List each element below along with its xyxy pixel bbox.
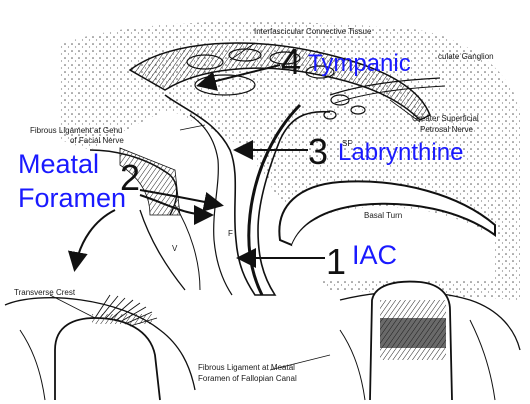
iac-left-wall xyxy=(139,209,186,291)
segment-4-number: 4 xyxy=(281,41,302,82)
gsp-nerve-2 xyxy=(334,85,446,104)
geniculate-fibers xyxy=(186,48,366,120)
label-f: F xyxy=(228,229,233,238)
gsp-nerve xyxy=(329,77,441,96)
label-v: V xyxy=(172,244,178,253)
facial-nerve-course xyxy=(164,94,331,296)
label-transverse-crest: Transverse Crest xyxy=(14,288,76,297)
label-fibrous-meatal-2: Foramen of Fallopian Canal xyxy=(198,374,297,383)
segment-2-name-line2: Foramen xyxy=(18,183,127,213)
label-gsp-2: Petrosal Nerve xyxy=(420,125,473,134)
fallopian-canal-band xyxy=(128,42,431,121)
leader-lines xyxy=(49,42,421,371)
segment-3-name: Labrynthine xyxy=(338,139,464,166)
transverse-crest-inset xyxy=(4,294,196,401)
segment-3-number: 3 xyxy=(308,131,329,172)
label-geniculate: culate Ganglion xyxy=(438,52,494,61)
annotation-arrows xyxy=(67,64,325,272)
label-sf: SF xyxy=(342,139,353,148)
labyrinthine-wall xyxy=(247,103,302,296)
segment-2-name-line1: Meatal xyxy=(18,149,100,179)
label-fibrous-meatal-1: Fibrous Ligament at Meatal xyxy=(198,363,295,372)
hatched-left-wall xyxy=(119,147,181,216)
label-fibrous-genu-1: Fibrous Ligament at Genu xyxy=(30,126,123,135)
segment-4-name: Tympanic xyxy=(308,50,411,77)
label-fibrous-genu-2: of Facial Nerve xyxy=(70,136,124,145)
iac-vestibular xyxy=(174,204,201,291)
segment-1-name: IAC xyxy=(352,240,398,270)
label-interfascicular: Interfascicular Connective Tissue xyxy=(254,27,372,36)
label-basal-turn: Basal Turn xyxy=(364,211,403,220)
segment-1-number: 1 xyxy=(326,241,347,282)
label-gsp-1: Greater Superficial xyxy=(412,114,479,123)
segment-2-number: 2 xyxy=(120,157,141,198)
basal-turn-outline xyxy=(278,180,496,247)
meatal-foramen-inset xyxy=(339,280,521,401)
basal-turn-inner xyxy=(292,207,495,280)
